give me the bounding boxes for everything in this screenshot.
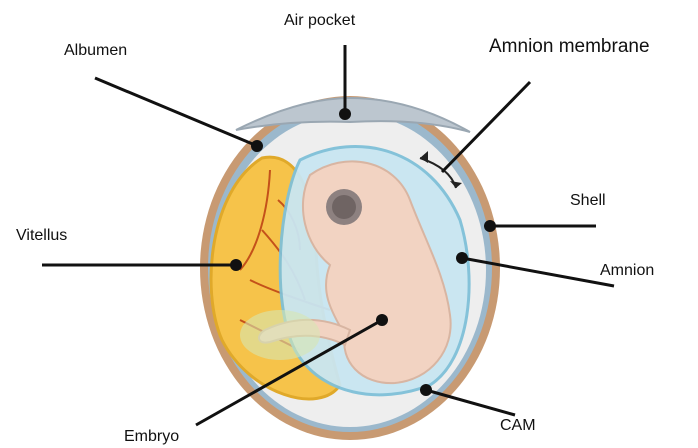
- label-shell: Shell: [570, 192, 606, 210]
- label-cam: CAM: [500, 417, 536, 435]
- label-amnion: Amnion: [600, 262, 654, 280]
- label-amnion-membrane: Amnion membrane: [489, 36, 650, 58]
- label-albumen: Albumen: [64, 42, 127, 60]
- allantois: [240, 310, 320, 360]
- leader-albumen: [95, 78, 255, 145]
- label-embryo: Embryo: [124, 428, 179, 446]
- label-vitellus: Vitellus: [16, 227, 67, 245]
- label-air-pocket: Air pocket: [284, 12, 355, 30]
